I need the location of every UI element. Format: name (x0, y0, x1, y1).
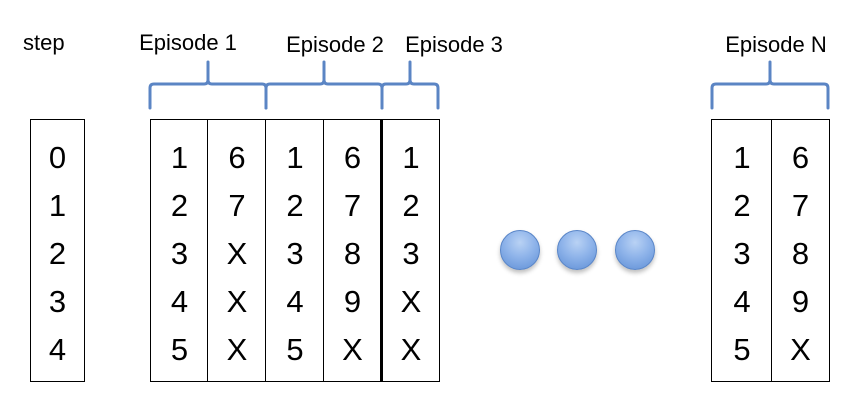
episode-n-column-1: 1 2 3 4 5 (711, 119, 773, 382)
episode-1-brace (148, 60, 268, 110)
episode-1-col1-value: 3 (170, 236, 189, 271)
episode-n-col1-value: 5 (733, 332, 751, 367)
step-value: 2 (48, 236, 67, 271)
episode-2-col1-value: 2 (286, 188, 304, 223)
step-value: 4 (48, 332, 67, 367)
episode-1-col2-value: 7 (228, 188, 246, 223)
episode-2-col2-value: 6 (343, 140, 362, 175)
episode-2-column-2: 6 7 8 9 X (323, 119, 382, 382)
episode-n-col1-value: 4 (733, 284, 751, 319)
episode-n-col2-value: 8 (791, 236, 810, 271)
episode-1-col2-value: X (226, 284, 248, 319)
episode-3-col1-value: 2 (402, 188, 420, 223)
step-label: step (23, 30, 65, 55)
step-value: 3 (48, 284, 67, 319)
episode-1-col1-value: 1 (170, 140, 189, 175)
episode-3-col1-value: 1 (402, 140, 420, 175)
episode-1-col1-value: 4 (170, 284, 189, 319)
episode-2-col2-value: 8 (343, 236, 362, 271)
episode-2-brace (264, 60, 384, 110)
episode-3-brace (380, 60, 440, 110)
episode-n-col1-value: 2 (733, 188, 751, 223)
episode-n-brace (710, 60, 830, 110)
step-column: 0 1 2 3 4 (30, 119, 85, 382)
episode-2-col1-value: 1 (286, 140, 304, 175)
episode-1-col2-value: X (226, 236, 248, 271)
episode-3-col1-value: 3 (402, 236, 420, 271)
episode-2-label: Episode 2 (286, 32, 384, 57)
episode-3-column-1: 1 2 3 X X (380, 119, 440, 382)
episode-1-label: Episode 1 (139, 30, 237, 55)
episode-1-col2-value: X (226, 332, 248, 367)
episode-n-col1-value: 1 (733, 140, 751, 175)
episode-2-col1-value: 3 (286, 236, 304, 271)
episode-n-col2-value: 6 (791, 140, 810, 175)
episode-2-col2-value: 9 (343, 284, 362, 319)
episode-1-column-2: 6 7 X X X (207, 119, 267, 382)
episode-1-col1-value: 2 (170, 188, 189, 223)
episode-n-col2-value: X (790, 332, 811, 367)
episode-2-col2-value: X (342, 332, 363, 367)
step-value: 0 (48, 140, 67, 175)
episode-2-col1-value: 4 (286, 284, 304, 319)
ellipsis-dot (557, 230, 597, 270)
episode-3-col1-value: X (400, 284, 422, 319)
episode-n-column-2: 6 7 8 9 X (771, 119, 830, 382)
ellipsis-dot (615, 230, 655, 270)
ellipsis-dot (500, 230, 540, 270)
episode-3-label: Episode 3 (405, 32, 503, 57)
episode-2-col2-value: 7 (343, 188, 362, 223)
episode-2-col1-value: 5 (286, 332, 304, 367)
step-value: 1 (48, 188, 67, 223)
episode-n-col2-value: 7 (791, 188, 810, 223)
episode-n-label: Episode N (725, 32, 827, 57)
episode-n-col1-value: 3 (733, 236, 751, 271)
episode-n-col2-value: 9 (791, 284, 810, 319)
episode-1-col2-value: 6 (228, 140, 246, 175)
episode-2-column-1: 1 2 3 4 5 (265, 119, 325, 382)
episode-3-col1-value: X (400, 332, 422, 367)
episode-1-column-1: 1 2 3 4 5 (150, 119, 209, 382)
episode-1-col1-value: 5 (170, 332, 189, 367)
